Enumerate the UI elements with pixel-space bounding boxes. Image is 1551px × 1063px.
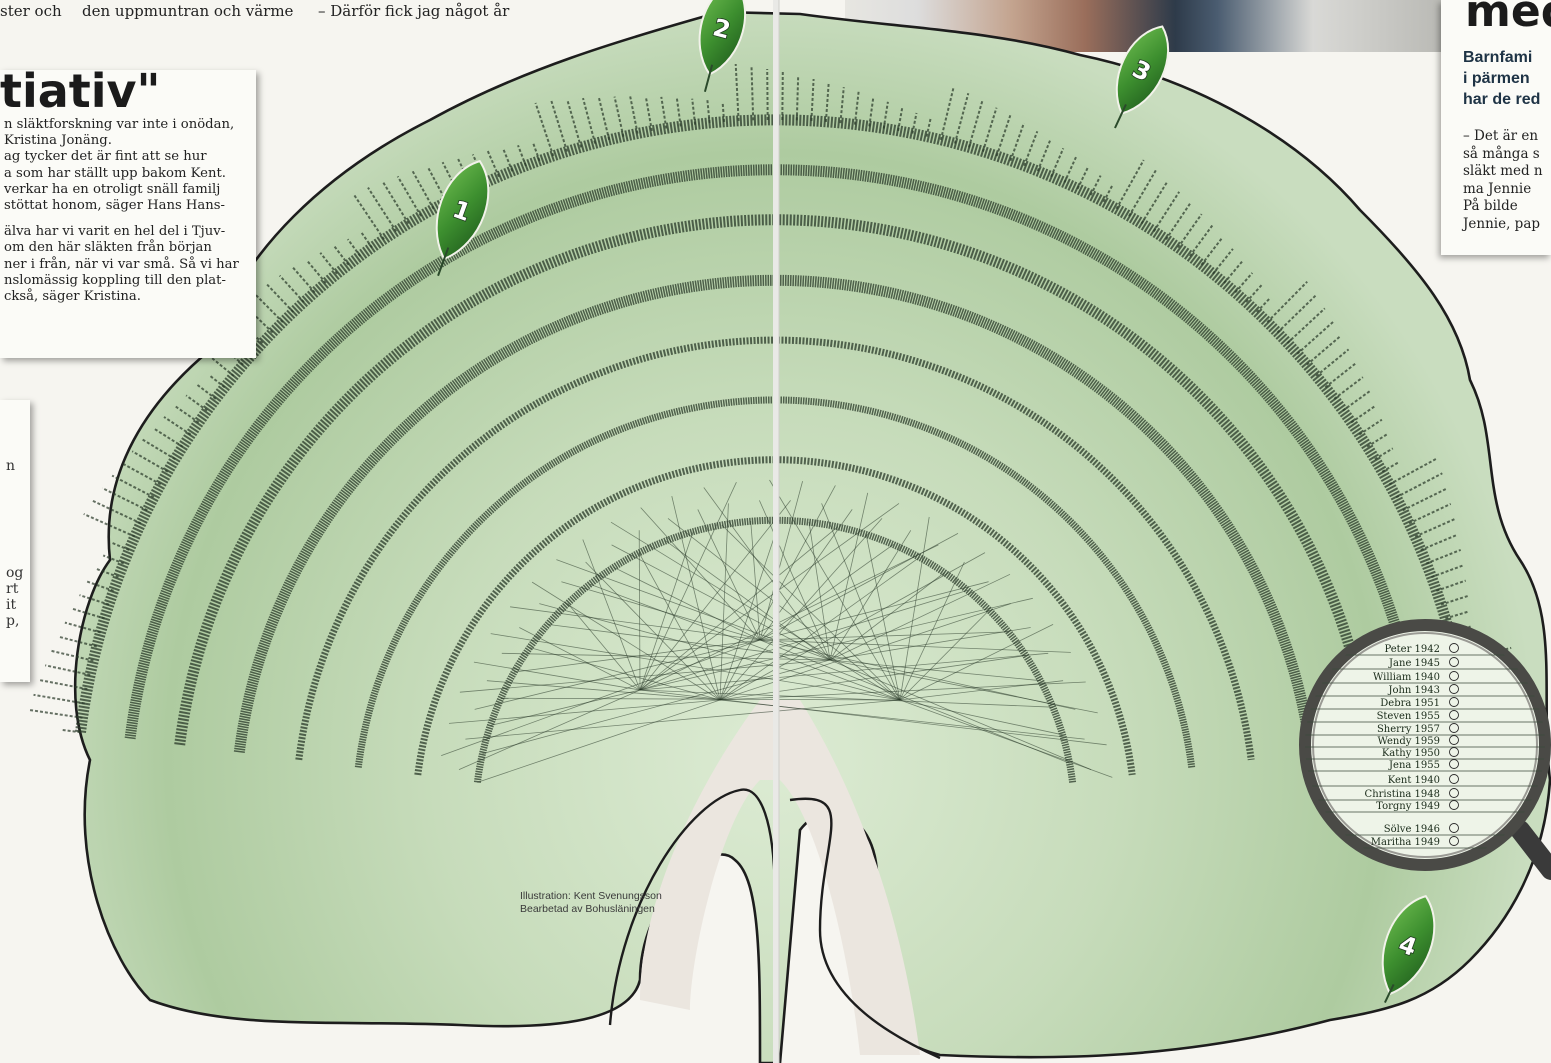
sidebar-body: n släktforskning var inte i onödan, Kris… [4, 117, 252, 305]
cropped-article: n og rt it p, [0, 400, 30, 682]
right-body: – Det är en så många s släkt med n ma Je… [1463, 128, 1543, 233]
sidebar-line: nslomässig koppling till den plat- [4, 273, 252, 289]
sidebar-line: stöttat honom, säger Hans Hans- [4, 198, 252, 214]
body-line: släkt med n [1463, 163, 1543, 181]
lens-name: John 1943 [1387, 685, 1440, 696]
lens-name: Sölve 1946 [1384, 824, 1440, 835]
sidebar-line: a som har ställt upp bakom Kent. [4, 166, 252, 182]
lens-name: Maritha 1949 [1371, 837, 1440, 848]
lens-name: Sherry 1957 [1377, 724, 1440, 735]
lead-line: har de red [1463, 89, 1540, 110]
body-line: – Det är en [1463, 128, 1543, 146]
lens-name: Kathy 1950 [1382, 748, 1440, 759]
sidebar-line: Kristina Jonäng. [4, 133, 252, 149]
magnifying-glass: Peter 1942Jane 1945William 1940John 1943… [1300, 625, 1551, 870]
lens-name: Christina 1948 [1365, 789, 1440, 800]
credit-line: Bearbetad av Bohusläningen [520, 903, 662, 916]
cropped-text: rt [6, 581, 18, 597]
credit-line: Illustration: Kent Svenungsson [520, 890, 662, 903]
sidebar-article: tiativ" n släktforskning var inte i onöd… [0, 70, 256, 358]
lens-name: Kent 1940 [1388, 775, 1440, 786]
sidebar-line: n släktforskning var inte i onödan, [4, 117, 252, 133]
right-article: med Barnfami i pärmen har de red – Det ä… [1441, 0, 1551, 255]
outer-twig [28, 710, 82, 718]
right-lead: Barnfami i pärmen har de red [1463, 47, 1540, 110]
sidebar-line: ner i från, när vi var små. Så vi har [4, 257, 252, 273]
sidebar-headline: tiativ" [0, 70, 161, 118]
illustration-credit: Illustration: Kent Svenungsson Bearbetad… [520, 890, 662, 916]
sidebar-line: ckså, säger Kristina. [4, 289, 252, 305]
lead-line: Barnfami [1463, 47, 1540, 68]
sidebar-line: verkar ha en otroligt snäll familj [4, 182, 252, 198]
sidebar-line [4, 214, 252, 224]
cropped-text: p, [6, 613, 19, 629]
lens-name: Jane 1945 [1388, 658, 1440, 669]
lead-line: i pärmen [1463, 68, 1540, 89]
body-line: Jennie, pap [1463, 216, 1543, 234]
body-line: ma Jennie [1463, 181, 1543, 199]
lens-name: Jena 1955 [1388, 760, 1440, 771]
lens-name: Steven 1955 [1377, 711, 1440, 722]
cropped-text: og [6, 565, 23, 581]
body-line: så många s [1463, 146, 1543, 164]
lens-name: William 1940 [1373, 672, 1440, 683]
tree-canopy [75, 12, 1550, 1063]
right-headline: med [1465, 0, 1551, 37]
sidebar-line: älva har vi varit en hel del i Tjuv- [4, 224, 252, 240]
sidebar-line: ag tycker det är fint att se hur [4, 149, 252, 165]
sidebar-line: om den här släkten från början [4, 240, 252, 256]
lens-name: Peter 1942 [1384, 644, 1440, 655]
body-line: På bilde [1463, 198, 1543, 216]
lens-name: Torgny 1949 [1376, 801, 1440, 812]
cropped-text: it [6, 597, 16, 613]
cropped-text: n [6, 458, 15, 474]
lens-name: Debra 1951 [1380, 698, 1440, 709]
lens-name: Wendy 1959 [1378, 736, 1441, 747]
